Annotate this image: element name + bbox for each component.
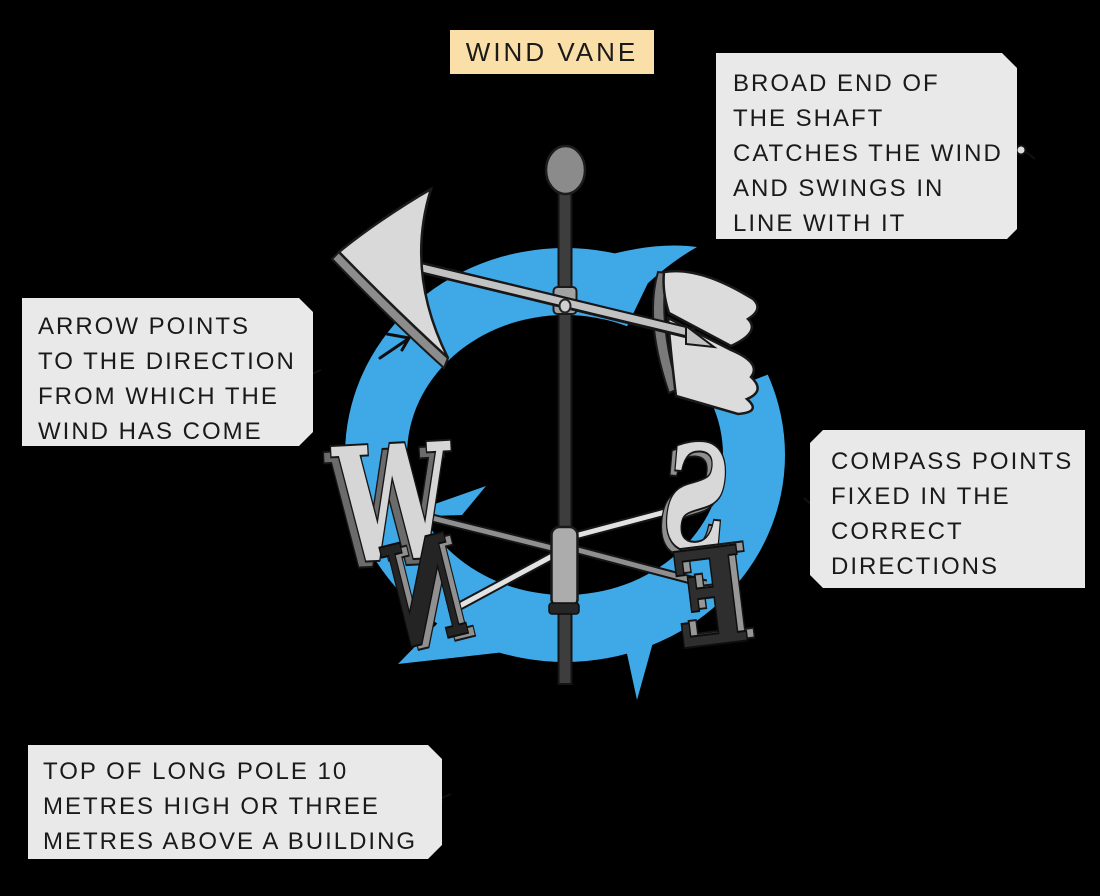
callout-line: FIXED IN THE — [831, 483, 1011, 510]
callout-line: CORRECT — [831, 518, 964, 545]
arrow-shaft — [412, 260, 718, 349]
shaft-pivot-ring — [558, 298, 572, 314]
swirl-spike-left — [398, 486, 486, 517]
callout-pole-height: TOP OF LONG POLE 10 METRES HIGH OR THREE… — [28, 745, 442, 859]
finial-ball — [544, 144, 587, 196]
callout-line: METRES HIGH OR THREE — [43, 793, 380, 820]
compass-letter-w: W — [329, 407, 459, 600]
tag-pin-icon — [1015, 144, 1027, 156]
page-title: WIND VANE — [450, 30, 654, 74]
callout-line: LINE WITH IT — [733, 210, 907, 237]
callout-compass-points: COMPASS POINTS FIXED IN THE CORRECT DIRE… — [810, 430, 1085, 588]
callout-line: COMPASS POINTS — [831, 448, 1074, 475]
callout-line: THE SHAFT — [733, 105, 885, 132]
compass-letter-n: N — [370, 503, 480, 681]
pole-sleeve — [548, 525, 580, 615]
swirl-tail-tip — [398, 592, 505, 664]
callout-line: DIRECTIONS — [831, 553, 1000, 580]
callout-line: TOP OF LONG POLE 10 — [43, 758, 349, 785]
callout-line: BROAD END OF — [733, 70, 940, 97]
callout-line: TO THE DIRECTION — [38, 348, 296, 375]
pin-tail — [441, 793, 452, 799]
pin-tail — [1025, 151, 1036, 160]
callout-broad-end: BROAD END OF THE SHAFT CATCHES THE WIND … — [716, 53, 1017, 239]
compass-letter-e-shadow: E — [672, 515, 761, 675]
callout-arrow-direction: ARROW POINTS TO THE DIRECTION FROM WHICH… — [22, 298, 313, 446]
callout-line: WIND HAS COME — [38, 418, 263, 445]
callout-line: AND SWINGS IN — [733, 175, 945, 202]
callout-line: FROM WHICH THE — [38, 383, 279, 410]
swirl-spike-bottom — [615, 598, 662, 700]
swirl-tip — [612, 245, 697, 307]
page-title-label: WIND VANE — [465, 36, 639, 67]
pin-tail — [311, 369, 322, 375]
compass-rods — [406, 501, 708, 612]
compass-letter-w-shadow: W — [322, 413, 452, 606]
callout-line: ARROW POINTS — [38, 313, 251, 340]
callout-line: METRES ABOVE A BUILDING — [43, 828, 418, 855]
arrowhead — [330, 186, 450, 370]
rotation-arrow-icon — [378, 332, 411, 360]
compass-letter-s: S — [656, 412, 735, 586]
callout-line: CATCHES THE WIND — [733, 140, 1003, 167]
